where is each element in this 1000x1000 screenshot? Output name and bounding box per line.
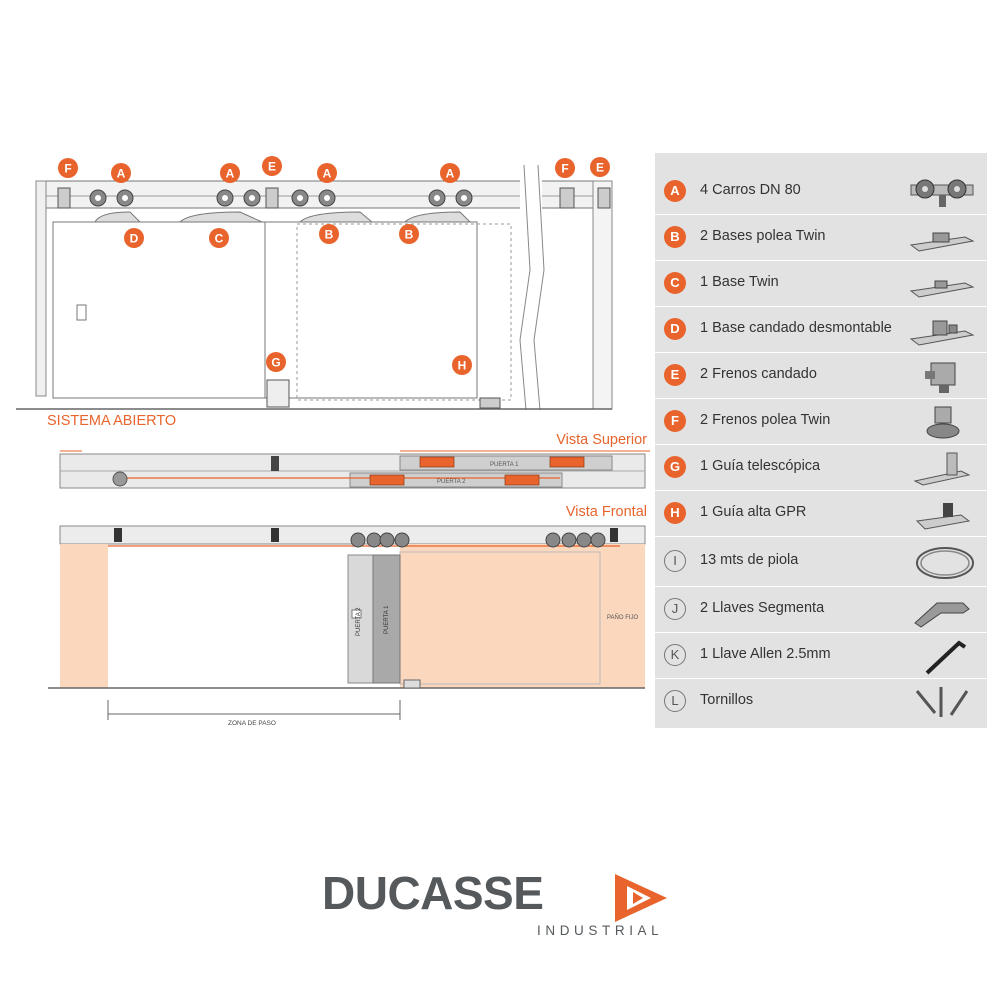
part-label: 13 mts de piola	[700, 552, 799, 568]
svg-text:E: E	[268, 160, 276, 174]
trolley-icon	[910, 179, 974, 207]
part-label: 1 Base candado desmontable	[700, 320, 892, 336]
screws-icon	[915, 687, 969, 717]
callout-f-left: F	[58, 158, 78, 178]
svg-text:C: C	[215, 232, 224, 246]
part-badge: G	[664, 456, 686, 478]
sliding-door-diagram: SISTEMA ABIERTO F A A E A A F E D C B B …	[16, 156, 650, 727]
pulley-brake-icon	[926, 406, 960, 439]
svg-text:A: A	[323, 167, 332, 181]
svg-text:F: F	[64, 162, 71, 176]
callout-a-1: A	[111, 163, 131, 183]
telescopic-guide-icon	[913, 452, 971, 486]
callout-g: G	[266, 352, 286, 372]
part-label: 2 Frenos candado	[700, 366, 817, 382]
callout-e-right: E	[590, 157, 610, 177]
part-label: 1 Llave Allen 2.5mm	[700, 646, 831, 662]
part-badge: B	[664, 226, 686, 248]
allen-key-icon	[925, 640, 967, 675]
wrench-icon	[914, 602, 970, 628]
lock-brake-icon	[925, 362, 956, 393]
part-row-k: K 1 Llave Allen 2.5mm	[655, 633, 987, 679]
part-label: 2 Bases polea Twin	[700, 228, 826, 244]
callout-a-2: A	[220, 163, 240, 183]
part-row-c: C 1 Base Twin	[655, 261, 987, 307]
part-row-e: E 2 Frenos candado	[655, 353, 987, 399]
part-label: Tornillos	[700, 692, 754, 708]
front-view: Vista Frontal PUERTA 2 PUERTA 1 PAÑO FIJ…	[48, 504, 647, 727]
part-badge: H	[664, 502, 686, 524]
play-arrow-icon	[615, 874, 667, 922]
part-badge: A	[664, 180, 686, 202]
part-badge: J	[664, 598, 686, 620]
part-row-h: H 1 Guía alta GPR	[655, 491, 987, 537]
svg-text:B: B	[325, 228, 334, 242]
part-row-l: L Tornillos	[655, 679, 987, 725]
part-row-i: I 13 mts de piola	[655, 537, 987, 587]
gpr-guide-icon	[915, 503, 971, 530]
svg-text:B: B	[405, 228, 414, 242]
part-badge: C	[664, 272, 686, 294]
part-label: 4 Carros DN 80	[700, 182, 801, 198]
part-row-j: J 2 Llaves Segmenta	[655, 587, 987, 633]
svg-text:H: H	[458, 359, 467, 373]
svg-text:G: G	[271, 356, 280, 370]
part-badge: E	[664, 364, 686, 386]
callout-c: C	[209, 228, 229, 248]
base-plate-icon	[909, 280, 975, 298]
part-badge: K	[664, 644, 686, 666]
top-view: Vista Superior PUERTA 1 PUERTA 2	[59, 432, 650, 489]
part-label: 1 Base Twin	[700, 274, 779, 290]
part-row-b: B 2 Bases polea Twin	[655, 215, 987, 261]
front-view-label: Vista Frontal	[566, 504, 647, 520]
base-plate-icon	[909, 232, 975, 252]
open-system-label: SISTEMA ABIERTO	[47, 413, 176, 429]
part-label: 1 Guía alta GPR	[700, 504, 807, 520]
svg-text:PAÑO FIJO: PAÑO FIJO	[607, 614, 639, 621]
svg-text:D: D	[130, 232, 139, 246]
part-badge: F	[664, 410, 686, 432]
svg-text:E: E	[596, 161, 604, 175]
svg-text:PUERTA 1: PUERTA 1	[384, 605, 390, 634]
base-lock-icon	[909, 320, 975, 346]
part-row-g: G 1 Guía telescópica	[655, 445, 987, 491]
callout-e-left: E	[262, 156, 282, 176]
callout-a-3: A	[317, 163, 337, 183]
passage-zone-label: ZONA DE PASO	[228, 720, 276, 727]
open-system-view: SISTEMA ABIERTO	[16, 164, 613, 429]
part-badge: I	[664, 550, 686, 572]
callout-f-right: F	[555, 158, 575, 178]
callout-b-1: B	[319, 224, 339, 244]
part-badge: L	[664, 690, 686, 712]
parts-list-panel: A 4 Carros DN 80 B 2 Bases polea Twin C …	[655, 153, 987, 728]
svg-text:PUERTA 2: PUERTA 2	[437, 479, 466, 485]
svg-text:PUERTA 2: PUERTA 2	[356, 607, 362, 636]
svg-text:A: A	[446, 167, 455, 181]
svg-text:PUERTA 1: PUERTA 1	[490, 462, 519, 468]
callout-d: D	[124, 228, 144, 248]
svg-text:F: F	[561, 162, 568, 176]
callout-b-2: B	[399, 224, 419, 244]
svg-text:A: A	[117, 167, 126, 181]
logo-wordmark: DUCASSE	[322, 867, 544, 919]
part-row-f: F 2 Frenos polea Twin	[655, 399, 987, 445]
part-row-d: D 1 Base candado desmontable	[655, 307, 987, 353]
callout-a-4: A	[440, 163, 460, 183]
top-view-label: Vista Superior	[556, 432, 647, 448]
svg-text:A: A	[226, 167, 235, 181]
part-badge: D	[664, 318, 686, 340]
part-label: 2 Frenos polea Twin	[700, 412, 831, 428]
part-label: 1 Guía telescópica	[700, 458, 821, 474]
callout-badges: F A A E A A F E D C B B G H	[58, 156, 610, 375]
part-row-a: A 4 Carros DN 80	[655, 169, 987, 215]
callout-h: H	[452, 355, 472, 375]
cable-coil-icon	[916, 547, 974, 579]
logo-subtitle: INDUSTRIAL	[537, 923, 664, 938]
part-label: 2 Llaves Segmenta	[700, 600, 825, 616]
